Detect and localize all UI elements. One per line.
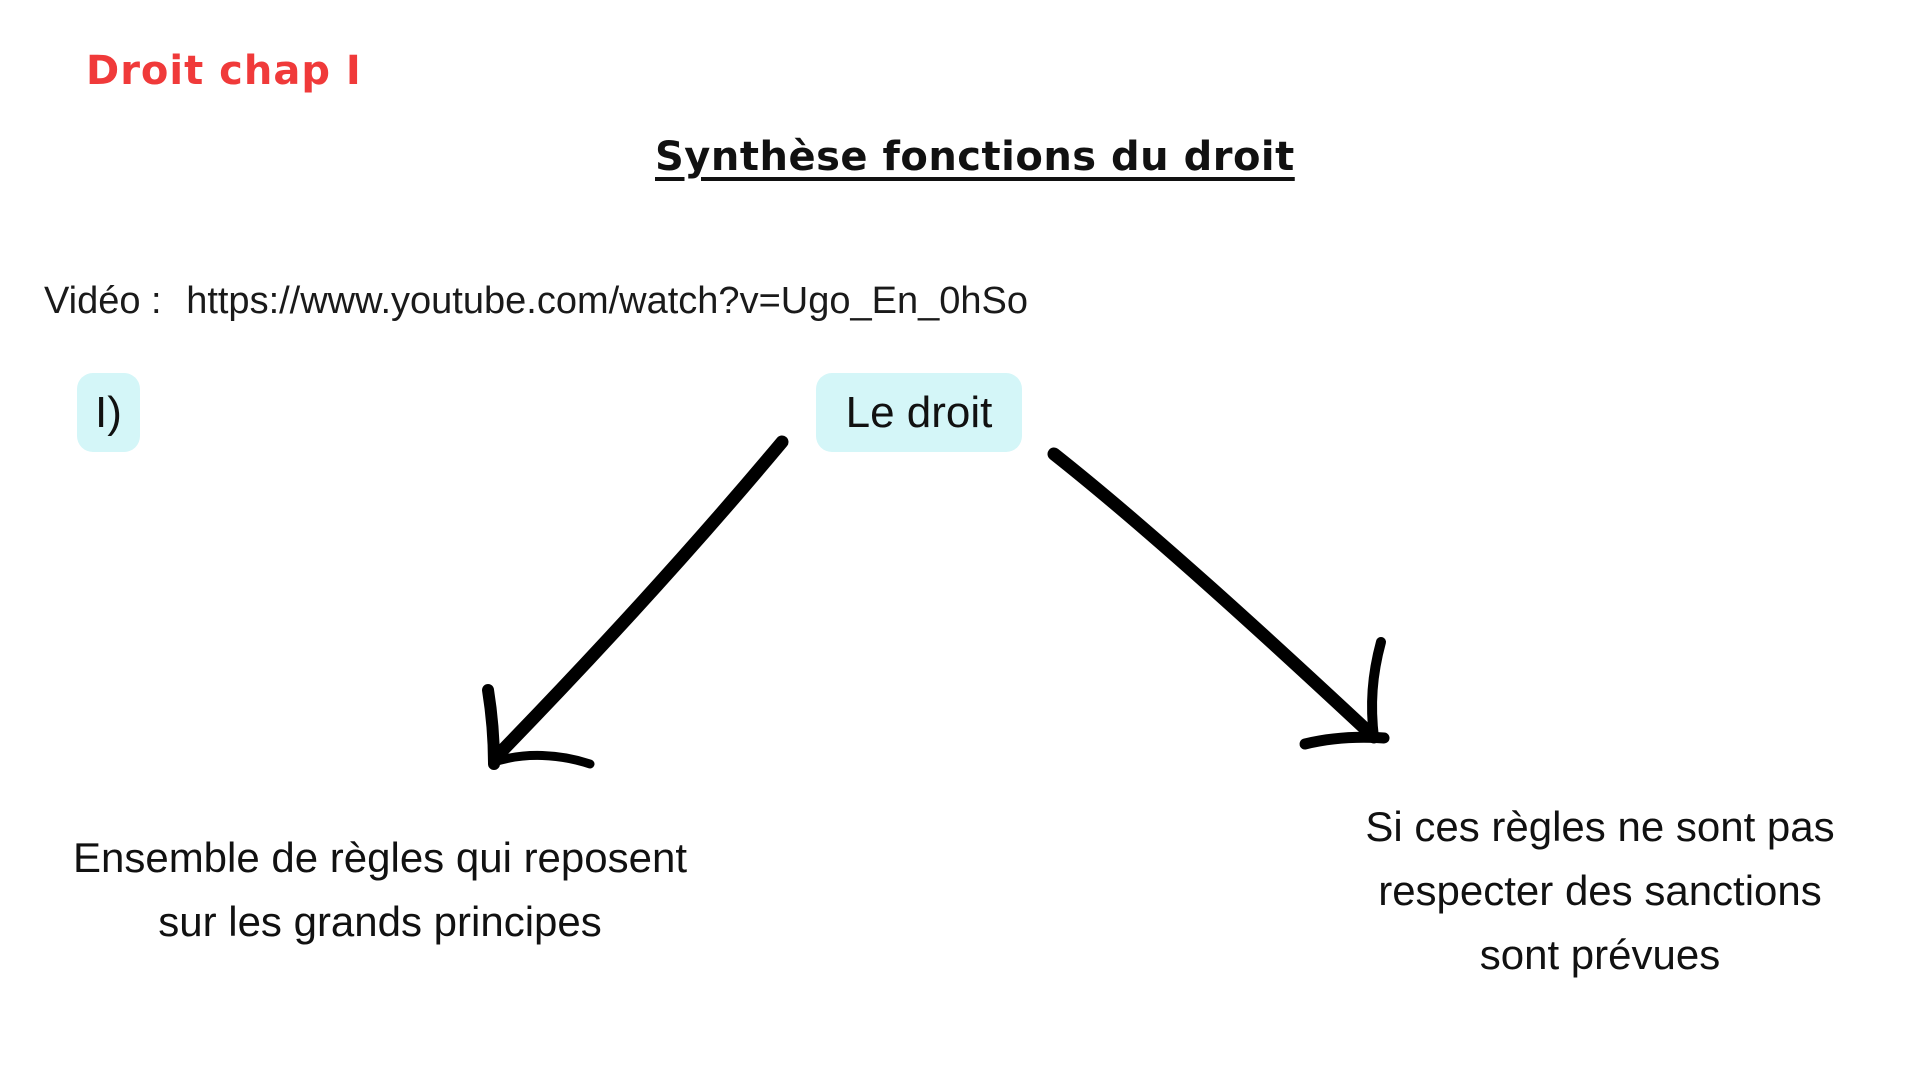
page-title: Synthèse fonctions du droit [655,134,1295,180]
branch-right-line: respecter des sanctions [1378,867,1822,914]
branch-left-text: Ensemble de règles qui reposent sur les … [10,826,750,954]
root-node-label: Le droit [845,387,993,437]
section-badge-label: I) [95,387,122,437]
chapter-label: Droit chap I [86,48,362,94]
video-link[interactable]: https://www.youtube.com/watch?v=Ugo_En_0… [186,280,1028,322]
arrow-down-right-icon [1047,447,1390,750]
branch-right-line: Si ces règles ne sont pas [1365,803,1835,850]
section-badge: I) [77,373,140,452]
branch-left-line: Ensemble de règles qui reposent [72,834,688,881]
branch-right-line: sont prévues [1479,931,1721,978]
root-node: Le droit [816,373,1022,452]
branch-left-line: sur les grands principes [158,898,602,945]
branch-right-text: Si ces règles ne sont pas respecter des … [1300,795,1900,987]
arrow-down-left-icon [482,435,789,770]
video-reference: Vidéo : https://www.youtube.com/watch?v=… [44,280,1028,323]
video-label: Vidéo : [44,280,162,322]
